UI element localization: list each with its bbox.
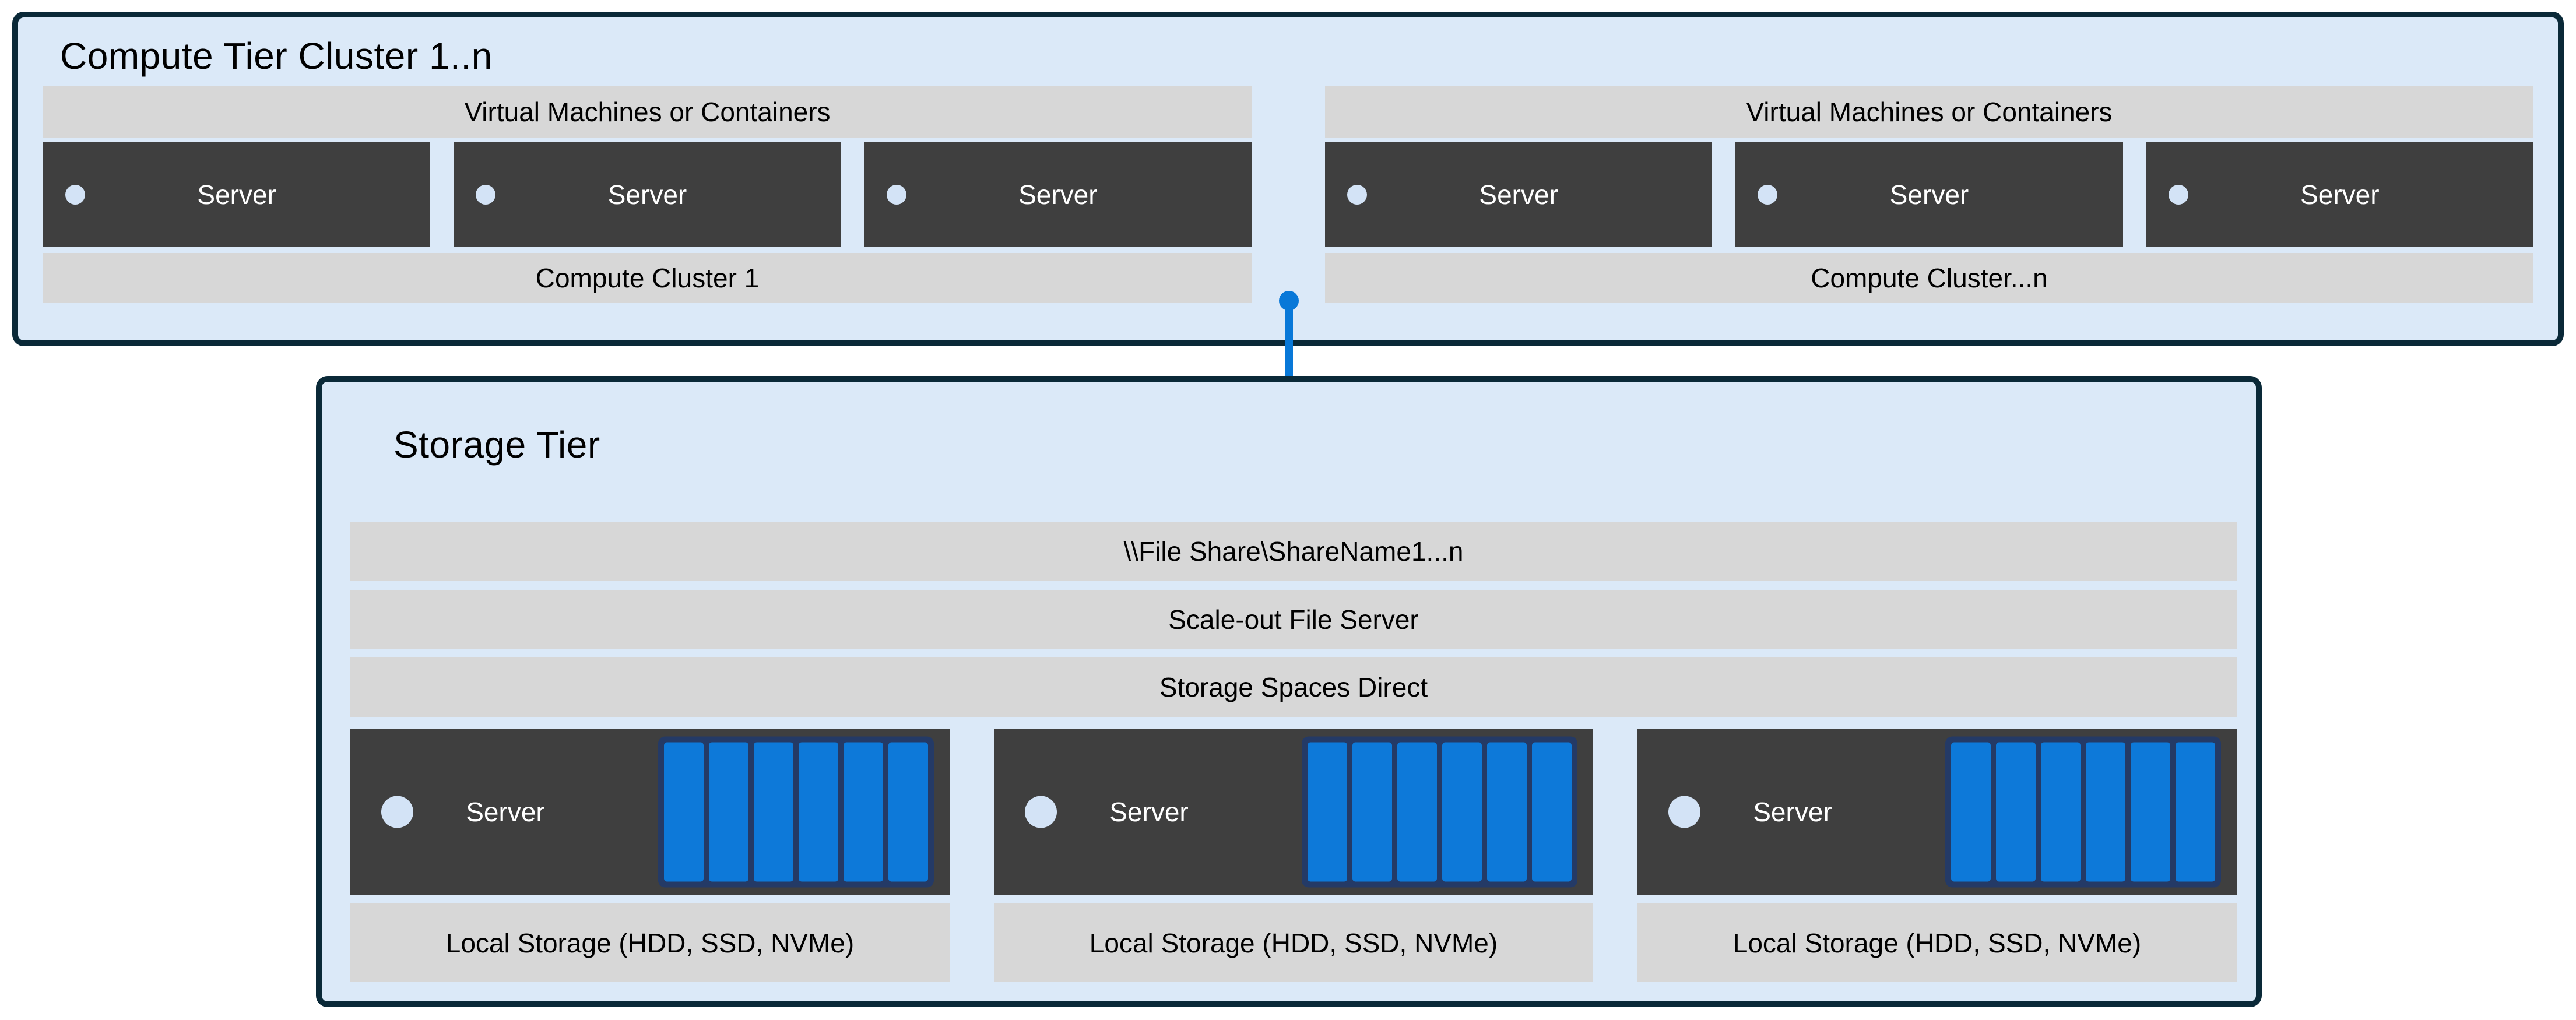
server-label: Server	[1753, 796, 1832, 827]
server-label: Server	[2300, 180, 2380, 210]
server-box: Server	[2146, 142, 2533, 247]
disk-icon	[709, 742, 748, 881]
clusters-row: Virtual Machines or Containers Server Se…	[43, 86, 2533, 303]
vm-containers-bar: Virtual Machines or Containers	[43, 86, 1252, 138]
compute-cluster-1: Virtual Machines or Containers Server Se…	[43, 86, 1252, 303]
server-indicator-dot	[381, 796, 413, 828]
server-indicator-dot	[1758, 185, 1778, 205]
server-indicator-dot	[1668, 796, 1700, 828]
server-indicator-dot	[886, 185, 906, 205]
compute-cluster-n: Virtual Machines or Containers Server Se…	[1325, 86, 2533, 303]
local-storage-bar: Local Storage (HDD, SSD, NVMe)	[994, 903, 1593, 982]
server-box: Server	[1325, 142, 1713, 247]
disk-icon	[1996, 742, 2036, 881]
disk-icon	[1532, 742, 1572, 881]
storage-server-row: Server Server Serv	[350, 729, 2237, 895]
disk-icon	[2041, 742, 2081, 881]
server-row: Server Server Server	[1325, 142, 2533, 247]
disk-icon	[888, 742, 928, 881]
disk-array-icon	[658, 736, 934, 887]
disk-icon	[754, 742, 793, 881]
server-label: Server	[1479, 180, 1558, 210]
file-share-bar: \\File Share\ShareName1...n	[350, 522, 2237, 581]
server-indicator-dot	[476, 185, 496, 205]
server-label: Server	[466, 796, 545, 827]
storage-spaces-direct-bar: Storage Spaces Direct	[350, 657, 2237, 717]
server-indicator-dot	[65, 185, 85, 205]
server-box: Server	[454, 142, 841, 247]
local-storage-bar: Local Storage (HDD, SSD, NVMe)	[350, 903, 950, 982]
disk-icon	[1487, 742, 1527, 881]
compute-tier-box: Compute Tier Cluster 1..n Virtual Machin…	[12, 12, 2564, 346]
server-label: Server	[197, 180, 276, 210]
disk-icon	[1352, 742, 1392, 881]
server-label: Server	[1109, 796, 1189, 827]
disk-icon	[1442, 742, 1482, 881]
storage-tier-title: Storage Tier	[393, 424, 600, 466]
server-box: Server	[864, 142, 1252, 247]
disk-icon	[1951, 742, 1991, 881]
server-indicator-dot	[2168, 185, 2188, 205]
disk-array-icon	[1945, 736, 2221, 887]
disk-icon	[799, 742, 838, 881]
storage-tier-box: Storage Tier \\File Share\ShareName1...n…	[316, 376, 2262, 1007]
disk-icon	[664, 742, 704, 881]
vm-containers-bar: Virtual Machines or Containers	[1325, 86, 2533, 138]
disk-icon	[844, 742, 883, 881]
storage-server-box: Server	[350, 729, 950, 895]
server-label: Server	[1018, 180, 1098, 210]
storage-server-box: Server	[994, 729, 1593, 895]
server-row: Server Server Server	[43, 142, 1252, 247]
connector-dot-top	[1279, 291, 1299, 311]
compute-tier-title: Compute Tier Cluster 1..n	[60, 35, 493, 77]
disk-icon	[2086, 742, 2125, 881]
disk-icon	[1308, 742, 1347, 881]
server-indicator-dot	[1347, 185, 1367, 205]
storage-server-box: Server	[1637, 729, 2237, 895]
server-indicator-dot	[1025, 796, 1057, 828]
compute-cluster-label-bar: Compute Cluster...n	[1325, 253, 2533, 303]
server-label: Server	[1889, 180, 1969, 210]
disk-icon	[2176, 742, 2215, 881]
local-storage-row: Local Storage (HDD, SSD, NVMe) Local Sto…	[350, 903, 2237, 982]
server-label: Server	[607, 180, 687, 210]
local-storage-bar: Local Storage (HDD, SSD, NVMe)	[1637, 903, 2237, 982]
server-box: Server	[1735, 142, 2123, 247]
disk-icon	[2131, 742, 2170, 881]
compute-cluster-label-bar: Compute Cluster 1	[43, 253, 1252, 303]
scale-out-file-server-bar: Scale-out File Server	[350, 590, 2237, 649]
server-box: Server	[43, 142, 431, 247]
disk-icon	[1397, 742, 1437, 881]
disk-array-icon	[1302, 736, 1577, 887]
